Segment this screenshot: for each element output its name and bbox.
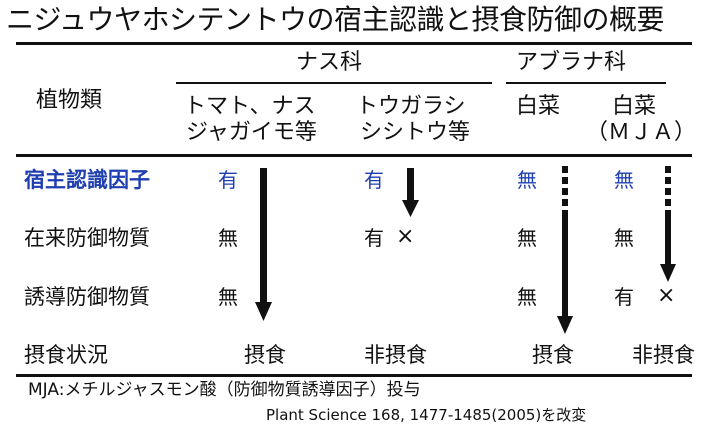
solanaceae-underline (176, 82, 492, 84)
constitutive-defense-col4: 無 (614, 226, 634, 250)
feeding-status-col3: 摂食 (532, 343, 574, 367)
host-recognition-col1: 有 (218, 168, 238, 192)
plant-type-label: 植物類 (36, 88, 103, 113)
row-label-host-recognition: 宿主認識因子 (24, 168, 150, 192)
host-recognition-col4: 無 (614, 168, 634, 192)
arrow-col4-dashed (660, 166, 676, 282)
top-rule (16, 42, 692, 45)
constitutive-defense-col3: 無 (517, 226, 537, 250)
page-title: ニジュウヤホシテントウの宿主認識と摂食防御の概要 (6, 3, 665, 36)
constitutive-defense-col2-mark: × (396, 224, 415, 249)
footnote-source: Plant Science 168, 1477-1485(2005)を改変 (266, 406, 587, 424)
constitutive-defense-col1: 無 (218, 226, 238, 250)
header-rule (16, 154, 692, 157)
row-label-constitutive-defense: 在来防御物質 (24, 226, 150, 250)
feeding-status-col4: 非摂食 (632, 343, 695, 367)
column-1-header-line-2: ジャガイモ等 (186, 120, 317, 145)
constitutive-defense-col2: 有 (364, 226, 384, 250)
induced-defense-col4-mark: × (657, 283, 676, 308)
family-brassicaceae: アブラナ科 (516, 50, 627, 75)
row-label-feeding-status: 摂食状況 (24, 343, 108, 367)
host-recognition-col2: 有 (364, 168, 384, 192)
column-2-header-line-1: トウガラシ (356, 94, 466, 119)
host-recognition-col3: 無 (517, 168, 537, 192)
column-2-header-line-2: シシトウ等 (360, 120, 471, 145)
induced-defense-col1: 無 (218, 285, 238, 309)
column-3-header-line-1: 白菜 (516, 94, 561, 119)
row-label-induced-defense: 誘導防御物質 (24, 285, 150, 309)
arrow-col2-solid (402, 168, 419, 217)
induced-defense-col3: 無 (517, 285, 537, 309)
feeding-status-col2: 非摂食 (364, 343, 427, 367)
column-4-header-line-1: 白菜 (612, 94, 657, 119)
footnote-mja: MJA:メチルジャスモン酸（防御物質誘導因子）投与 (28, 380, 421, 400)
column-1-header-line-1: トマト、ナス (184, 94, 316, 119)
feeding-status-col1: 摂食 (244, 343, 286, 367)
brassicaceae-underline (506, 82, 666, 84)
bottom-rule (16, 374, 692, 377)
column-4-header-line-2: （ＭＪＡ） (586, 120, 697, 145)
family-solanaceae: ナス科 (296, 50, 363, 75)
arrow-col1-solid (255, 168, 272, 321)
induced-defense-col4: 有 (614, 285, 634, 309)
arrow-col3-dashed (557, 166, 573, 334)
